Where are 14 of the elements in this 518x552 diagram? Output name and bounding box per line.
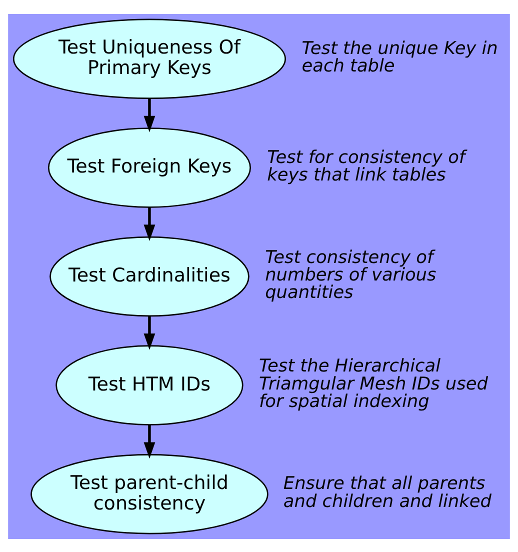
node-ellipse: Test parent-child consistency [30,454,268,534]
node-label: Test the unique Key in each table [302,38,498,76]
arrow [144,424,156,458]
node-label: Test for consistency of keys that link tables [267,147,466,185]
node-ellipse: Test Uniqueness Of Primary Keys [12,18,286,98]
node-label: Ensure that all parents and children and linked [283,474,492,512]
node-label: Test consistency of numbers of various quantities [265,247,436,303]
arrow [144,98,156,132]
node-label: Test the Hierarchical Triamgular Mesh IDs used for spatial indexing [258,356,488,412]
node-ellipse: Test HTM IDs [56,344,244,425]
arrow [144,206,156,241]
node-ellipse: Test Foreign Keys [48,127,251,208]
arrow [144,316,156,350]
node-ellipse: Test Cardinalities [50,236,250,316]
